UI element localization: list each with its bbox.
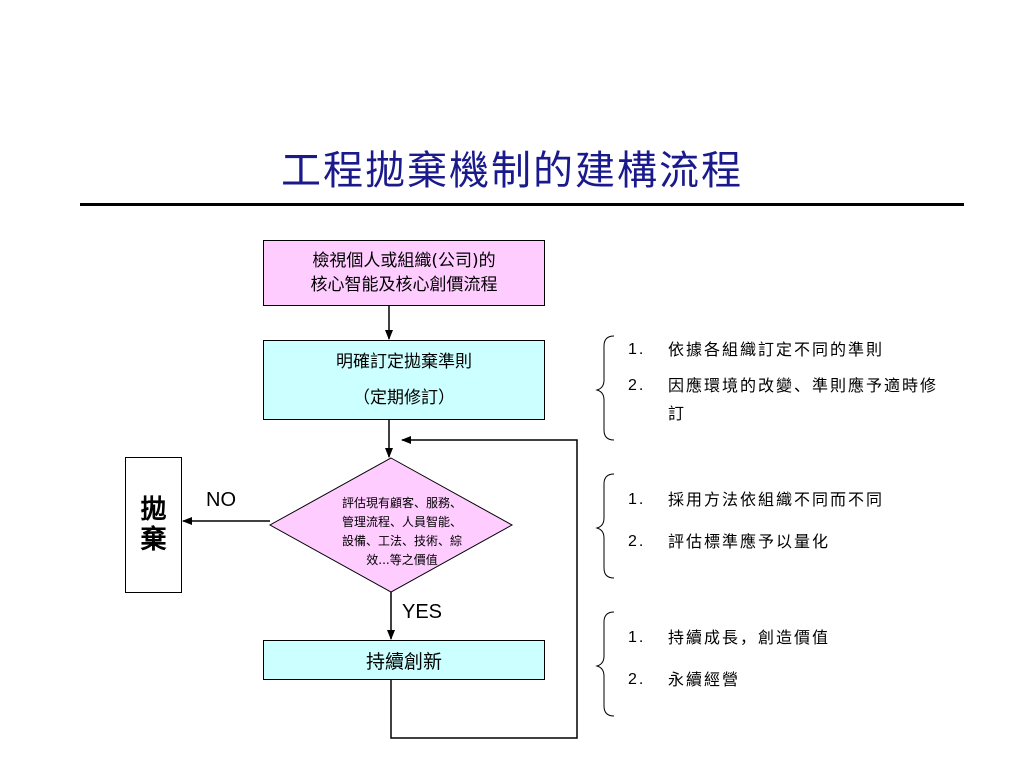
note-brace-1 <box>595 335 615 441</box>
discard-char-2: 棄 <box>140 525 167 555</box>
note-item: 2. 永續經營 <box>628 666 958 694</box>
note-item: 2. 因應環境的改變、準則應予適時修訂 <box>628 372 958 428</box>
page-title: 工程拋棄機制的建構流程 <box>281 148 743 194</box>
step-core-review-line2: 核心智能及核心創價流程 <box>310 275 498 295</box>
note-number: 1. <box>628 341 646 358</box>
note-text: 永續經營 <box>668 670 741 689</box>
discard-char-1: 拋 <box>140 495 167 525</box>
notes-group-3: 1. 持續成長，創造價值 2. 永續經營 <box>628 624 958 694</box>
decision-line-2: 管理流程、人員智能、 <box>341 515 462 529</box>
notes-group-1: 1. 依據各組織訂定不同的準則 2. 因應環境的改變、準則應予適時修訂 <box>628 336 958 428</box>
step-continuous-innovation: 持續創新 <box>263 640 545 680</box>
step-core-review-line1: 檢視個人或組織(公司)的 <box>312 251 496 271</box>
decision-line-1: 評估現有顧客、服務、 <box>341 496 462 510</box>
notes-group-2: 1. 採用方法依組織不同而不同 2. 評估標準應予以量化 <box>628 486 958 556</box>
note-text: 採用方法依組織不同而不同 <box>668 490 885 509</box>
step-discard-criteria-line2: （定期修訂） <box>353 388 455 408</box>
note-item: 1. 依據各組織訂定不同的準則 <box>628 336 958 364</box>
discard-box: 拋 棄 <box>125 457 182 593</box>
no-label: NO <box>206 489 236 511</box>
note-text: 持續成長，創造價值 <box>668 628 831 647</box>
step-discard-criteria: 明確訂定拋棄準則 （定期修訂） <box>263 340 545 420</box>
note-number: 1. <box>628 491 646 508</box>
note-item: 2. 評估標準應予以量化 <box>628 528 958 556</box>
note-brace-3 <box>595 611 615 717</box>
yes-label: YES <box>402 601 443 623</box>
note-item: 1. 採用方法依組織不同而不同 <box>628 486 958 514</box>
title-divider <box>80 203 964 206</box>
decision-line-3: 設備、工法、技術、綜 <box>341 534 462 548</box>
note-text: 因應環境的改變、準則應予適時修訂 <box>668 376 939 423</box>
note-number: 1. <box>628 629 646 646</box>
feedback-loop <box>390 436 578 739</box>
note-number: 2. <box>628 377 646 394</box>
note-brace-2 <box>595 473 615 579</box>
note-text: 評估標準應予以量化 <box>668 532 831 551</box>
step-core-review: 檢視個人或組織(公司)的 核心智能及核心創價流程 <box>263 240 545 306</box>
step-discard-criteria-line1: 明確訂定拋棄準則 <box>336 352 472 372</box>
note-number: 2. <box>628 671 646 688</box>
decision-text: 評估現有顧客、服務、 管理流程、人員智能、 設備、工法、技術、綜 效...等之價… <box>327 494 477 570</box>
note-text: 依據各組織訂定不同的準則 <box>668 340 885 359</box>
note-item: 1. 持續成長，創造價值 <box>628 624 958 652</box>
decision-line-4: 效...等之價值 <box>366 553 438 567</box>
note-number: 2. <box>628 533 646 550</box>
